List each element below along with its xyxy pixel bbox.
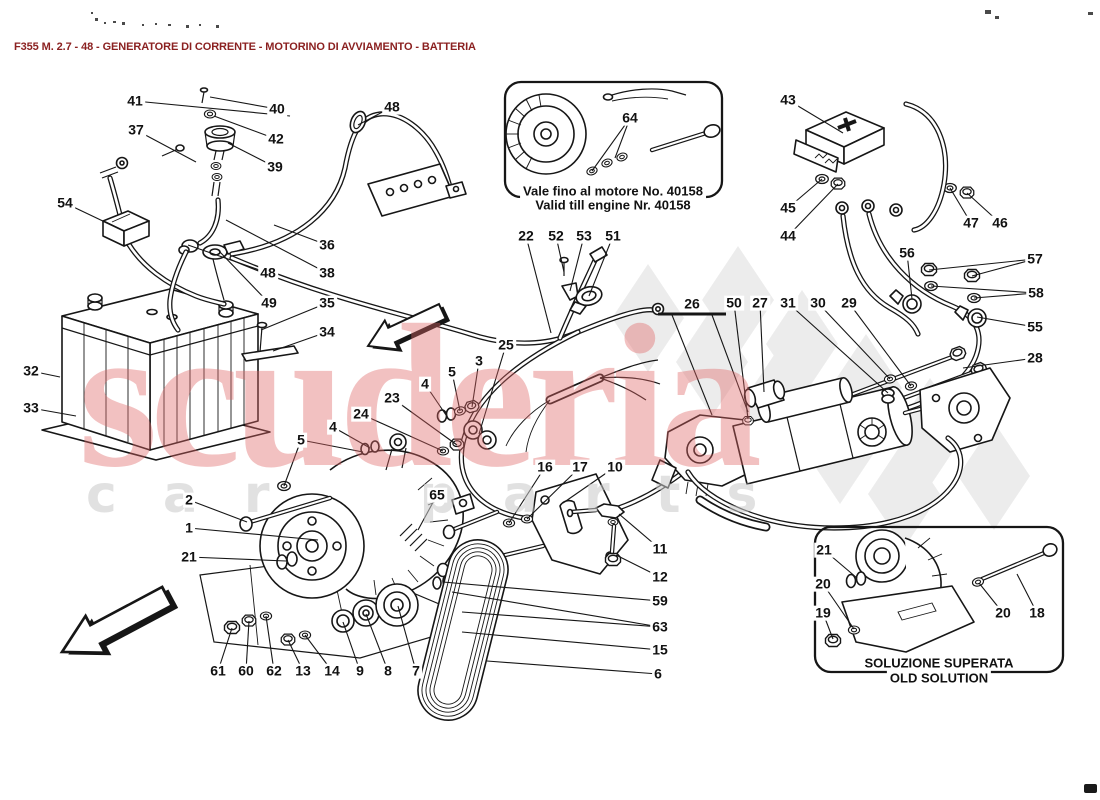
part-callout-4: 4 (327, 418, 339, 435)
part-callout-49: 49 (259, 294, 279, 311)
part-callout-18: 18 (1027, 604, 1047, 621)
mounting-bracket-drawing (399, 473, 629, 590)
part-callout-46: 46 (990, 214, 1010, 231)
page-title: F355 M. 2.7 - 48 - GENERATORE DI CORRENT… (14, 41, 476, 53)
part-callout-59: 59 (650, 592, 670, 609)
part-callout-33: 33 (21, 399, 41, 416)
part-callout-29: 29 (839, 294, 859, 311)
part-callout-13: 13 (293, 662, 313, 679)
part-callout-55: 55 (1025, 318, 1045, 335)
part-callout-54: 54 (55, 194, 75, 211)
part-callout-52: 52 (546, 227, 566, 244)
part-callout-26: 26 (682, 295, 702, 312)
part-callout-8: 8 (382, 662, 394, 679)
part-callout-43: 43 (778, 91, 798, 108)
part-callout-5: 5 (446, 363, 458, 380)
part-callout-61: 61 (208, 662, 228, 679)
part-callout-51: 51 (603, 227, 623, 244)
part-callout-19: 19 (813, 604, 833, 621)
part-callout-58: 58 (1026, 284, 1046, 301)
alternator-drawing (239, 398, 481, 600)
leader-lines (30, 96, 1038, 675)
part-callout-5: 5 (295, 431, 307, 448)
part-callout-22: 22 (516, 227, 536, 244)
watermark-brand: scuderia (78, 283, 760, 510)
part-callout-11: 11 (650, 540, 670, 557)
terminal-cap-parts-drawing (99, 87, 245, 307)
part-callout-45: 45 (778, 199, 798, 216)
inset-old-solution-box (813, 525, 1065, 674)
part-callout-47: 47 (961, 214, 981, 231)
part-callout-60: 60 (236, 662, 256, 679)
part-callout-21: 21 (814, 541, 834, 558)
part-callout-32: 32 (21, 362, 41, 379)
belt-pulley-drawing (223, 539, 509, 721)
part-callout-37: 37 (126, 121, 146, 138)
part-callout-16: 16 (535, 458, 555, 475)
validity-note-english: Valid till engine Nr. 40158 (532, 197, 694, 213)
part-callout-27: 27 (750, 294, 770, 311)
battery-drawing (41, 288, 299, 461)
part-callout-23: 23 (382, 389, 402, 406)
part-callout-30: 30 (808, 294, 828, 311)
inset-validity-box (503, 80, 724, 199)
part-callout-50: 50 (724, 294, 744, 311)
part-callout-4: 4 (419, 375, 431, 392)
part-callout-48: 48 (258, 264, 278, 281)
part-callout-15: 15 (650, 641, 670, 658)
part-callout-25: 25 (496, 336, 516, 353)
part-callout-48: 48 (382, 98, 402, 115)
part-callout-20: 20 (993, 604, 1013, 621)
part-callout-7: 7 (410, 662, 422, 679)
part-callout-12: 12 (650, 568, 670, 585)
part-callout-38: 38 (317, 264, 337, 281)
part-callout-64: 64 (620, 109, 640, 126)
part-callout-14: 14 (322, 662, 342, 679)
part-callout-9: 9 (354, 662, 366, 679)
battery-cables-drawing (167, 110, 689, 523)
part-callout-3: 3 (473, 352, 485, 369)
part-callout-53: 53 (574, 227, 594, 244)
part-callout-65: 65 (427, 486, 447, 503)
part-callout-36: 36 (317, 236, 337, 253)
part-callout-44: 44 (778, 227, 798, 244)
watermark-tagline: car parts (86, 465, 803, 525)
part-callout-28: 28 (1025, 349, 1045, 366)
old-solution-english: OLD SOLUTION (886, 670, 992, 686)
part-callout-34: 34 (317, 323, 337, 340)
part-callout-62: 62 (264, 662, 284, 679)
part-callout-63: 63 (650, 618, 670, 635)
part-callout-35: 35 (317, 294, 337, 311)
part-callout-6: 6 (652, 665, 664, 682)
part-callout-21: 21 (179, 548, 199, 565)
part-callout-39: 39 (265, 158, 285, 175)
part-callout-17: 17 (570, 458, 590, 475)
part-callout-20: 20 (813, 575, 833, 592)
part-callout-2: 2 (183, 491, 195, 508)
part-callout-42: 42 (266, 130, 286, 147)
part-callout-56: 56 (897, 244, 917, 261)
validity-note-italian: Vale fino al motore No. 40158 (520, 183, 706, 199)
part-callout-24: 24 (351, 405, 371, 422)
part-callout-10: 10 (605, 458, 625, 475)
scan-specks (91, 10, 1097, 793)
part-callout-31: 31 (778, 294, 798, 311)
old-solution-italian: SOLUZIONE SUPERATA (861, 655, 1017, 671)
part-callout-41: 41 (125, 92, 145, 109)
starter-motor-drawing (651, 367, 1011, 532)
part-callout-57: 57 (1025, 250, 1045, 267)
part-callout-40: 40 (267, 100, 287, 117)
part-callout-1: 1 (183, 519, 195, 536)
